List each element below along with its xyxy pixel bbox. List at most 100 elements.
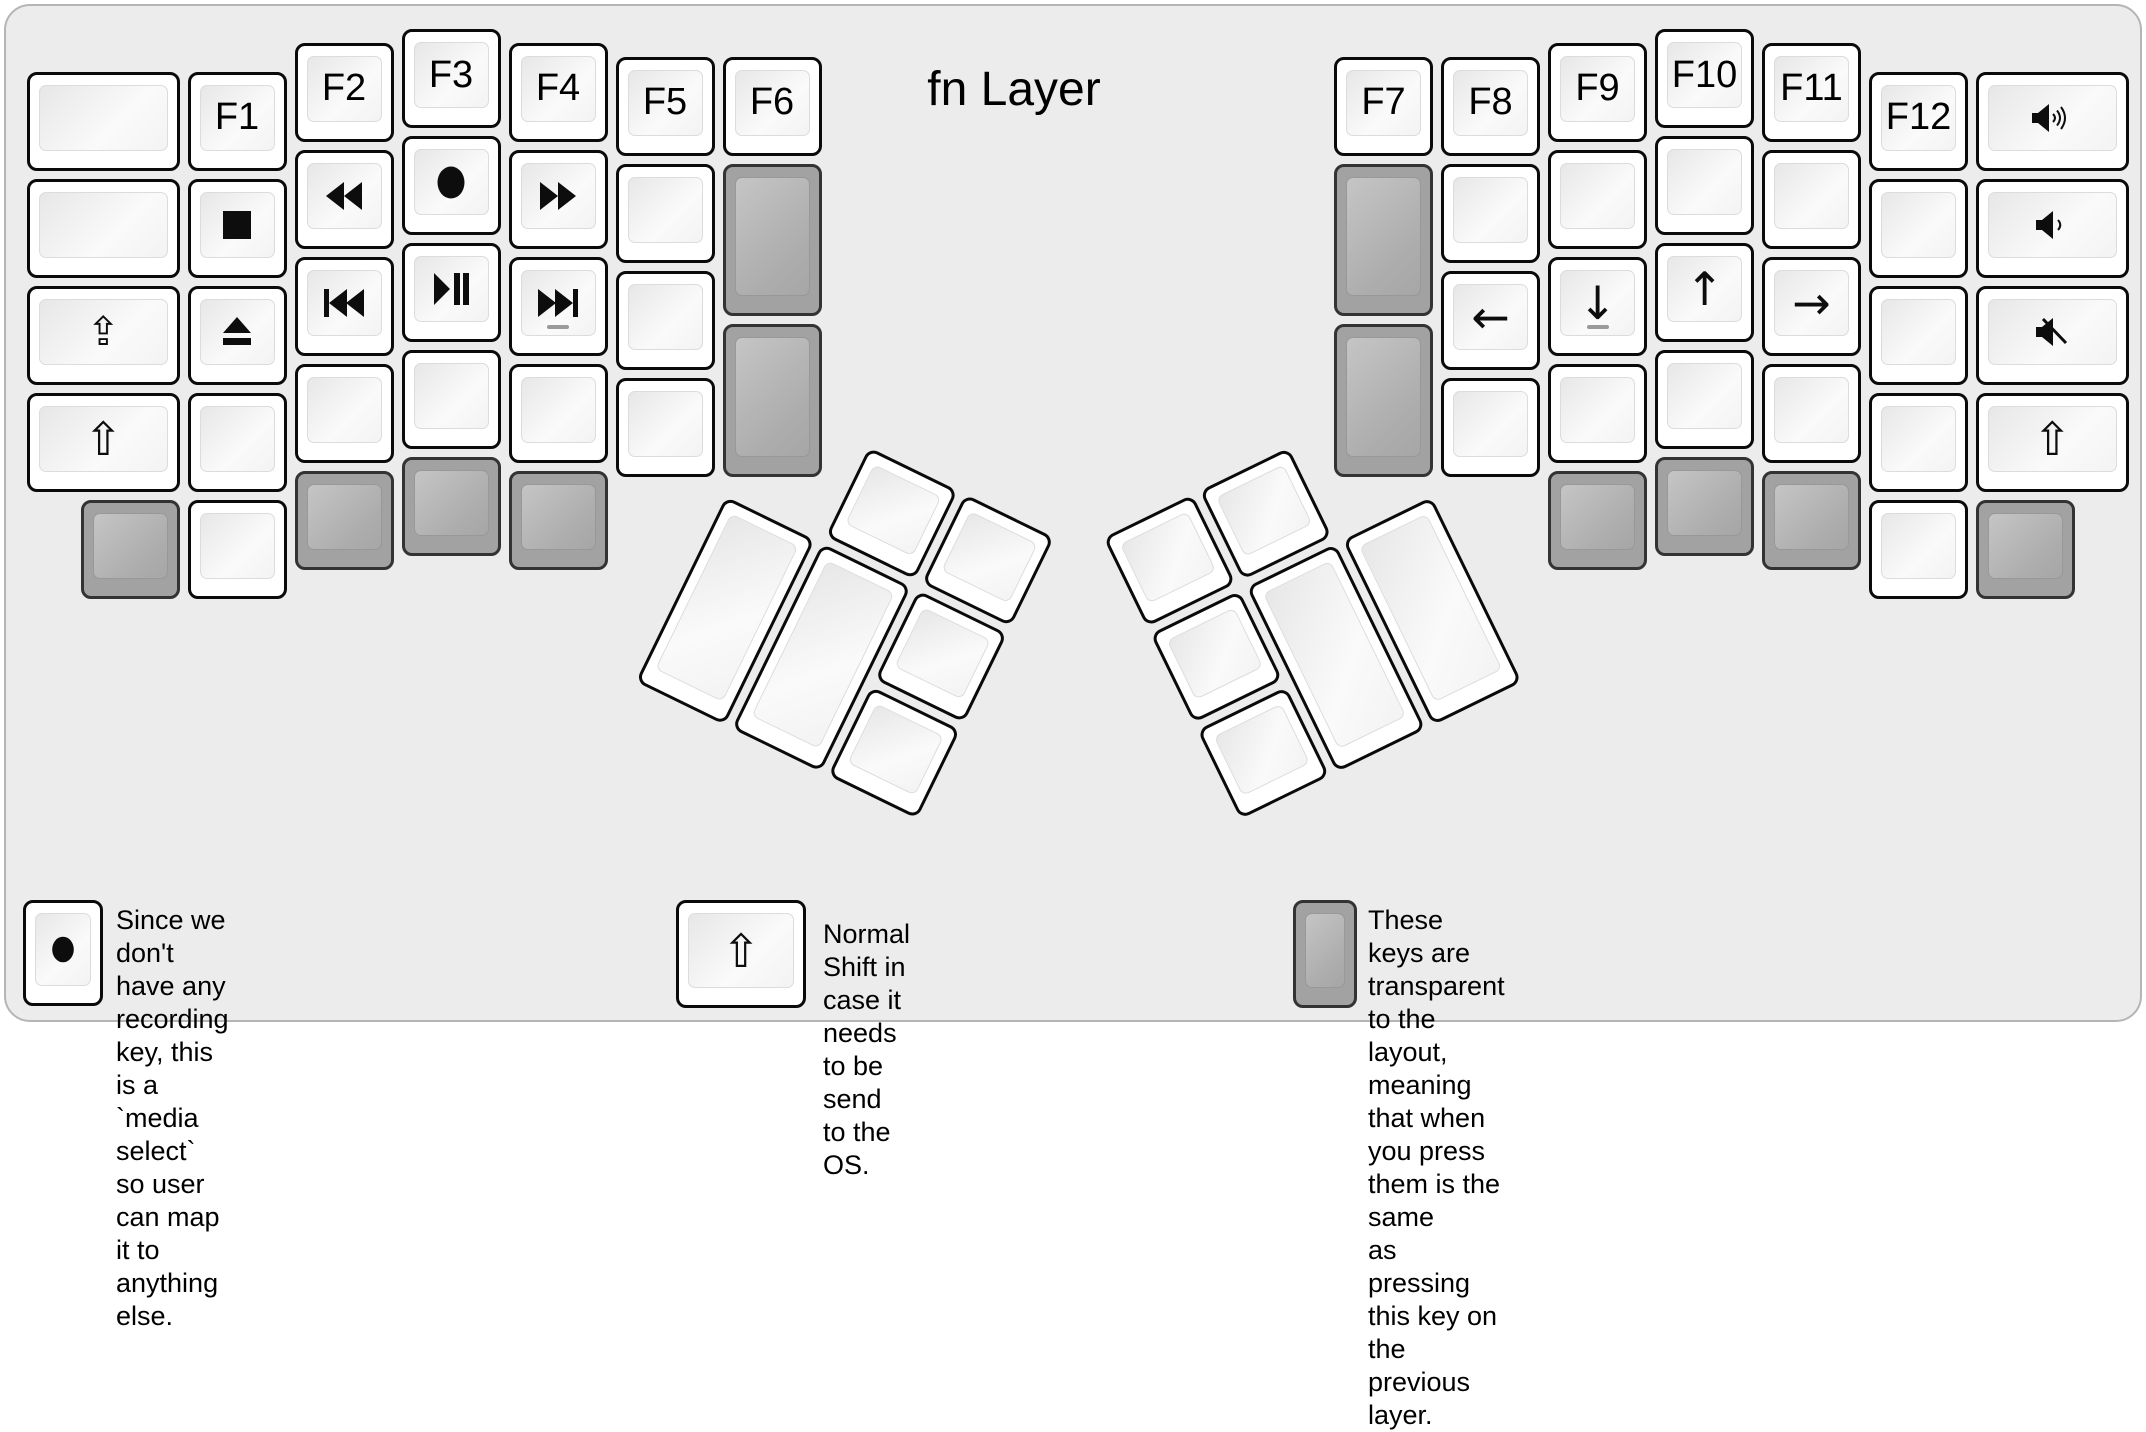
key-transparent [1976, 499, 2075, 599]
key-transparent [1655, 457, 1754, 556]
stop-icon [200, 192, 275, 258]
key-blank [294, 363, 394, 463]
key-label: ⇧ [83, 411, 123, 466]
keycap-surface [1881, 84, 1956, 151]
key-f7: F7 [1334, 56, 1433, 156]
keycap-surface [413, 256, 489, 322]
key-transparent [1334, 324, 1433, 477]
key-blank [27, 178, 180, 278]
key-arrow-down: ↓ [1548, 256, 1647, 356]
key-arrow-left: ← [1441, 270, 1540, 370]
key-label: F10 [1671, 53, 1738, 96]
key-f9: F9 [1548, 42, 1647, 142]
key-shift-example: ⇧ [676, 900, 806, 1008]
keycap-surface [1988, 405, 2117, 472]
key-f8: F8 [1441, 56, 1540, 156]
key-label: F5 [642, 81, 688, 124]
key-label: F6 [749, 81, 795, 124]
key-f10: F10 [1655, 29, 1754, 128]
key-label: ⇪ [86, 308, 120, 355]
keycap-surface [627, 390, 703, 457]
key-record-example [23, 900, 103, 1006]
volume-up-icon [1988, 85, 2117, 151]
key-blank [1655, 136, 1754, 235]
legend-text-shift: Normal Shift in case it needs to be send… [823, 919, 911, 1180]
keycap-surface [520, 483, 596, 550]
key-transparent [508, 470, 608, 570]
keycap-surface [1213, 703, 1310, 796]
keycap-surface [1667, 256, 1742, 322]
keycap-surface [1881, 298, 1956, 365]
key-transparent [294, 470, 394, 570]
keycap-surface [1988, 84, 2117, 151]
keycap-surface [520, 55, 596, 122]
keycap-surface [1774, 55, 1849, 122]
key-transparent [1762, 470, 1861, 570]
key-blank [1441, 377, 1540, 477]
keycap-surface [1774, 376, 1849, 443]
key-blank [1869, 392, 1968, 492]
key-skip-forward [508, 256, 608, 356]
legend-text-transparent: These keys are transparent to the layout… [1368, 905, 1505, 1430]
keycap-surface [1453, 69, 1528, 136]
key-eject [187, 285, 287, 385]
keycap-surface [199, 405, 275, 472]
key-media-select-record [401, 136, 501, 235]
key-blank [508, 363, 608, 463]
keycap-surface [1881, 512, 1956, 579]
page-title: fn Layer [927, 63, 1101, 116]
mute-icon [1988, 299, 2117, 365]
key-label: F2 [321, 67, 367, 110]
key-label: ↓ [1578, 275, 1617, 330]
keycap-surface [413, 42, 489, 108]
key-label: F12 [1885, 96, 1952, 139]
keycap-surface [1881, 191, 1956, 258]
keycap-surface [627, 69, 703, 136]
keycap-surface [688, 913, 794, 988]
keycap-surface [1774, 483, 1849, 550]
key-label: F3 [428, 53, 474, 96]
key-blank [1548, 363, 1647, 463]
keycap-surface [734, 337, 810, 457]
key-blank [1762, 149, 1861, 249]
key-label: F9 [1575, 67, 1620, 110]
keycap-surface [1667, 363, 1742, 429]
key-label: F1 [214, 96, 260, 139]
key-blank [187, 499, 287, 599]
keycap-surface [1346, 69, 1421, 136]
keycap-surface [1216, 464, 1313, 557]
key-label: → [1792, 275, 1831, 330]
key-shift: ⇧ [1976, 392, 2129, 492]
key-blank [187, 392, 287, 492]
key-f2: F2 [294, 42, 394, 142]
key-volume-up [1976, 71, 2129, 171]
keycap-surface [306, 483, 382, 550]
keycap-surface [1560, 162, 1635, 229]
key-f11: F11 [1762, 42, 1861, 142]
keycap-surface [1453, 283, 1528, 350]
keycap-surface [39, 298, 168, 365]
key-blank [1441, 163, 1540, 263]
keycap-surface [734, 176, 810, 297]
key-label: ← [1471, 289, 1510, 344]
keycap-surface [1119, 511, 1217, 604]
key-blank [615, 377, 715, 477]
keycap-surface [92, 512, 168, 579]
keycap-surface [1166, 607, 1264, 700]
keycap-surface [520, 376, 596, 443]
keycap-surface [1560, 376, 1635, 443]
key-f4: F4 [508, 42, 608, 142]
key-transparent [722, 163, 822, 317]
keycap-surface [1305, 913, 1345, 988]
keycap-surface [1346, 176, 1421, 297]
key-label: F4 [535, 67, 581, 110]
key-f1: F1 [187, 71, 287, 171]
keycap-surface [845, 464, 942, 557]
legend-text-record: Since we don't have any recording key, t… [116, 905, 229, 1331]
keycap-surface [627, 176, 703, 243]
key-arrow-right: → [1762, 256, 1861, 356]
key-blank [1655, 350, 1754, 449]
keycap-surface [1667, 470, 1742, 536]
key-blank [1869, 499, 1968, 599]
